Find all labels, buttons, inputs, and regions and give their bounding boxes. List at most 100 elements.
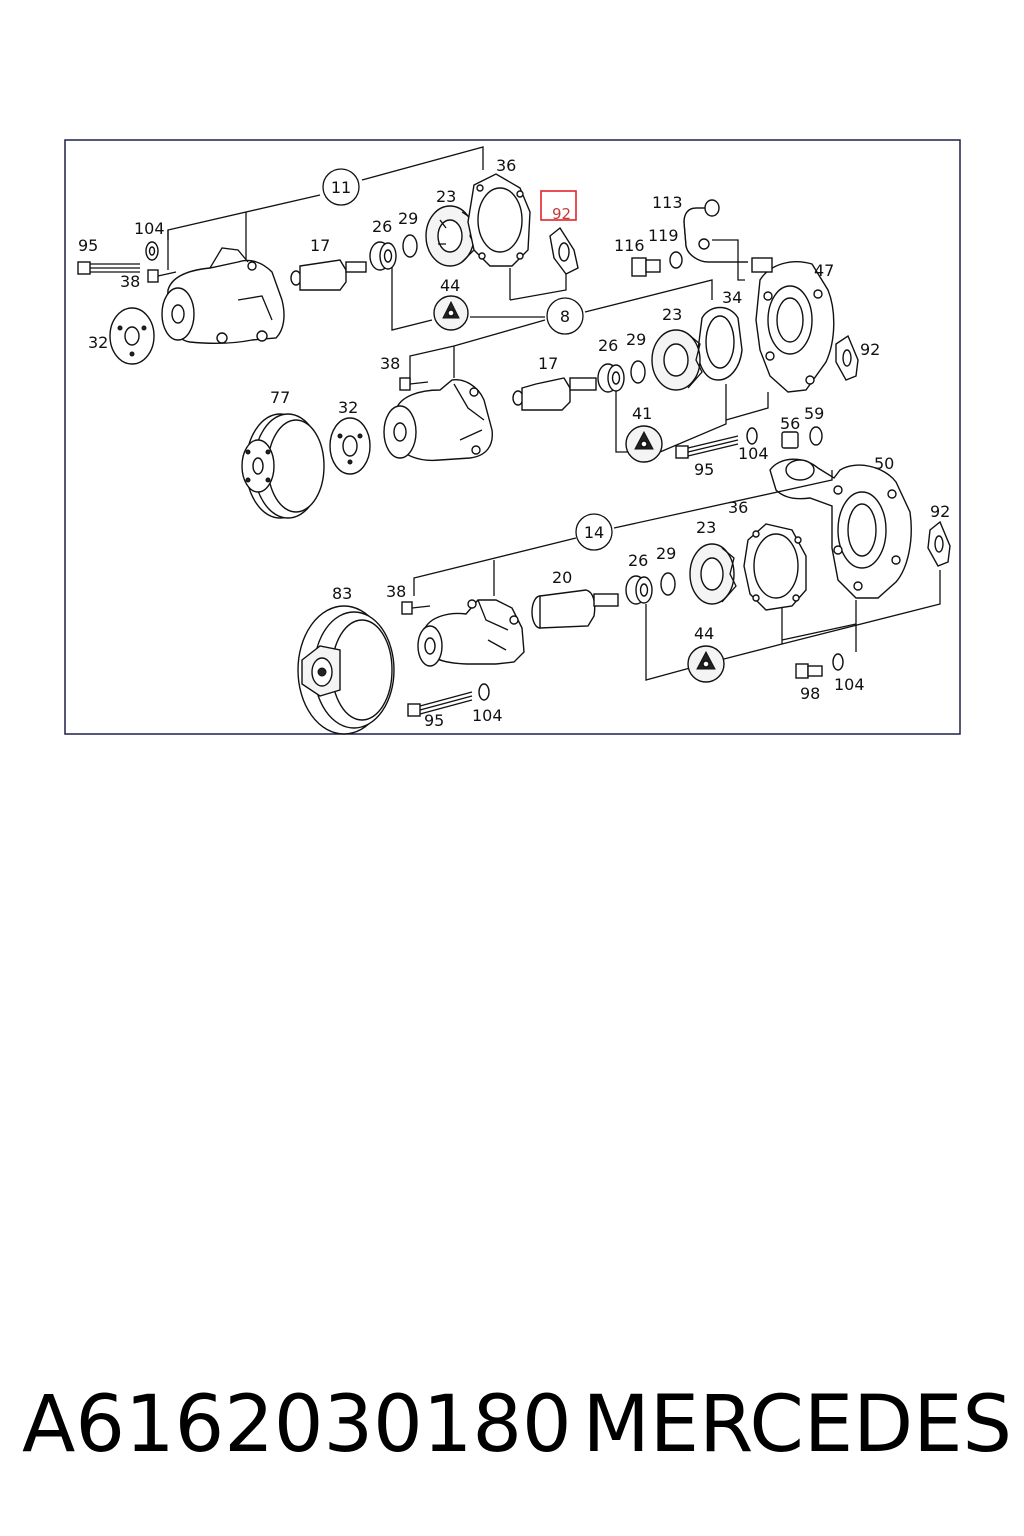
plug-56-part xyxy=(781,431,799,449)
pulley-77-part xyxy=(241,413,325,519)
gasket-36-part-row1 xyxy=(467,173,531,267)
shaft-20-part xyxy=(531,589,619,629)
label-38: 38 xyxy=(120,272,140,291)
label-95-row3: 95 xyxy=(424,711,444,730)
label-56: 56 xyxy=(780,414,800,433)
label-77: 77 xyxy=(270,388,290,407)
pipe-113-part xyxy=(683,199,748,263)
label-36-row3: 36 xyxy=(728,498,748,517)
bolt-98-part xyxy=(795,663,823,679)
label-38-row3: 38 xyxy=(386,582,406,601)
group-14-circle xyxy=(575,513,613,551)
label-44-row3: 44 xyxy=(694,624,714,643)
bolt-95-part-row3 xyxy=(407,691,473,717)
label-23: 23 xyxy=(436,187,456,206)
flange-44-part-row1 xyxy=(433,295,469,331)
label-17-row2: 17 xyxy=(538,354,558,373)
washer-104-part-row2 xyxy=(746,427,758,445)
impeller-23-part-row2 xyxy=(651,329,703,391)
bolt-38-part xyxy=(147,269,177,283)
gasket-92-part-row3 xyxy=(927,520,951,567)
label-104: 104 xyxy=(134,219,165,238)
diagram-frame xyxy=(64,139,961,735)
label-29-row2: 29 xyxy=(626,330,646,349)
label-98: 98 xyxy=(800,684,820,703)
gasket-34-part xyxy=(697,306,743,381)
label-41: 41 xyxy=(632,404,652,423)
label-104-row3-right: 104 xyxy=(834,675,865,694)
shaft-17-part-row1 xyxy=(290,259,367,291)
ring-29-part-row2 xyxy=(630,360,646,384)
water-pump-housing-row2 xyxy=(383,379,493,462)
label-104-row2: 104 xyxy=(738,444,769,463)
parts-exploded-diagram: 36 11 92 113 23 104 26 29 95 17 116 119 … xyxy=(64,139,961,735)
label-47: 47 xyxy=(814,261,834,280)
label-29-row3: 29 xyxy=(656,544,676,563)
ring-29-part-row3 xyxy=(660,572,676,596)
part-number-text: A6162030180 xyxy=(22,1380,572,1470)
label-8: 8 xyxy=(560,307,570,326)
leader-lines-row1 xyxy=(167,146,745,331)
bolt-95-part xyxy=(77,261,140,275)
label-38-row2: 38 xyxy=(380,354,400,373)
washer-104-part xyxy=(145,241,159,261)
label-113: 113 xyxy=(652,193,683,212)
label-50: 50 xyxy=(874,454,894,473)
gasket-36-part-row3 xyxy=(743,523,807,611)
housing-47-part xyxy=(751,257,835,393)
washer-104-part-row3-right xyxy=(832,653,844,671)
seal-26-part-row2 xyxy=(597,363,625,393)
hub-32-part xyxy=(109,307,155,365)
label-92-highlighted: 92 xyxy=(552,205,571,223)
label-59: 59 xyxy=(804,404,824,423)
pulley-83-part xyxy=(297,605,395,735)
ring-29-part-row1 xyxy=(402,234,418,258)
label-26-row3: 26 xyxy=(628,551,648,570)
label-32: 32 xyxy=(88,333,108,352)
label-29: 29 xyxy=(398,209,418,228)
part-number-labels: 36 11 92 113 23 104 26 29 95 17 116 119 … xyxy=(78,156,950,730)
seal-26-part-row1 xyxy=(369,241,397,271)
bolt-38-part-row2 xyxy=(399,377,429,391)
label-36: 36 xyxy=(496,156,516,175)
washer-59-part xyxy=(809,426,823,446)
bolt-116-part xyxy=(631,257,661,277)
leader-lines-row2 xyxy=(409,279,769,453)
group-8-circle xyxy=(546,297,584,335)
leader-lines-row3 xyxy=(413,470,941,681)
label-92-row2: 92 xyxy=(860,340,880,359)
bolt-95-part-row2 xyxy=(675,435,739,459)
impeller-23-part-row1 xyxy=(425,205,477,267)
label-14: 14 xyxy=(584,523,604,542)
label-44: 44 xyxy=(440,276,460,295)
water-pump-housing-row1 xyxy=(161,247,285,345)
bolt-38-part-row3 xyxy=(401,601,431,615)
label-32-row2: 32 xyxy=(338,398,358,417)
label-34: 34 xyxy=(722,288,742,307)
label-95: 95 xyxy=(78,236,98,255)
label-26: 26 xyxy=(372,217,392,236)
label-119: 119 xyxy=(648,226,679,245)
label-23-row3: 23 xyxy=(696,518,716,537)
hub-32-part-row2 xyxy=(329,417,371,475)
label-92-row3: 92 xyxy=(930,502,950,521)
label-116: 116 xyxy=(614,236,645,255)
flange-41-part xyxy=(625,425,663,463)
gasket-92-part-row2 xyxy=(835,334,859,381)
brand-text: MERCEDES xyxy=(582,1380,1013,1470)
label-26-row2: 26 xyxy=(598,336,618,355)
flange-44-part-row3 xyxy=(687,645,725,683)
label-23-row2: 23 xyxy=(662,305,682,324)
water-pump-housing-row3 xyxy=(417,599,525,667)
label-20: 20 xyxy=(552,568,572,587)
label-95-row2: 95 xyxy=(694,460,714,479)
seal-26-part-row3 xyxy=(625,575,653,605)
washer-119-part xyxy=(669,251,683,269)
impeller-23-part-row3 xyxy=(689,543,737,605)
gasket-92-part-row1 xyxy=(549,226,579,275)
housing-50-part xyxy=(769,458,912,599)
washer-104-part-row3 xyxy=(478,683,490,701)
label-104-row3: 104 xyxy=(472,706,503,725)
label-11: 11 xyxy=(331,178,351,197)
group-11-circle xyxy=(322,168,360,206)
